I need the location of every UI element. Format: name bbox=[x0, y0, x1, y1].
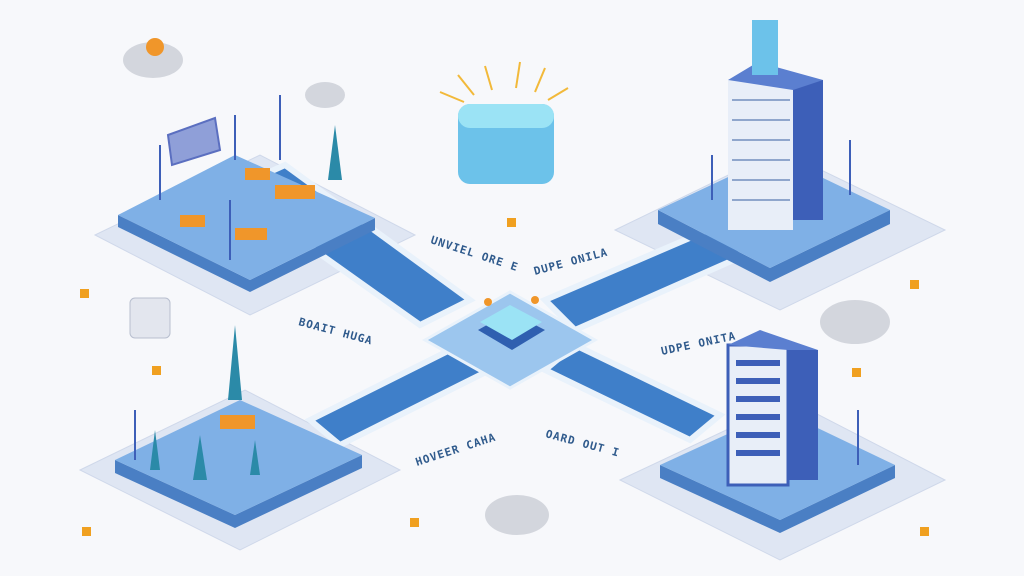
server-box bbox=[129, 297, 171, 339]
label-top-left-road: UNVIEL ORE E bbox=[429, 233, 520, 274]
platform-top-left bbox=[118, 155, 375, 280]
orange-markers bbox=[80, 218, 929, 536]
label-right-road: UDPE ONITA bbox=[660, 329, 737, 358]
platform-bottom-left bbox=[115, 400, 362, 515]
platform-bottom-right-side bbox=[660, 465, 895, 533]
central-hub bbox=[421, 290, 599, 390]
road-bottom-right bbox=[539, 341, 726, 444]
label-top-right-road: DUPE ONILA bbox=[532, 246, 609, 278]
tower-top-right bbox=[728, 20, 823, 230]
platform-bottom-left-side bbox=[115, 455, 362, 528]
trees bbox=[150, 125, 342, 480]
billboard bbox=[166, 116, 222, 167]
clouds bbox=[123, 42, 890, 535]
label-left-road: BOAIT HUGA bbox=[297, 315, 374, 347]
label-bottom-right-road: OARD OUT I bbox=[544, 427, 621, 459]
vehicles bbox=[180, 168, 315, 429]
platform-top-right-side bbox=[658, 210, 890, 282]
coin-icon bbox=[146, 38, 164, 56]
building-bottom-right bbox=[726, 330, 818, 487]
floating-cube bbox=[439, 61, 569, 184]
label-bottom-left-road: HOVEER CAHA bbox=[414, 431, 498, 469]
platform-top-left-side bbox=[118, 215, 375, 292]
lamp-posts bbox=[134, 95, 859, 465]
